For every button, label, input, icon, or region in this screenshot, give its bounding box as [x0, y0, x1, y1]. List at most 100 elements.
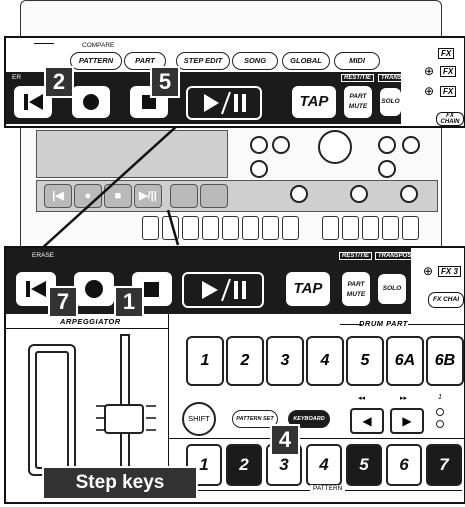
- bg-key: [242, 216, 259, 240]
- drum-key-4[interactable]: 4: [306, 336, 344, 386]
- bg-key: [282, 216, 299, 240]
- arpeggiator-slider-handle[interactable]: [104, 404, 144, 434]
- play-pause-icon: [202, 278, 246, 302]
- callout-4: 4: [270, 424, 300, 456]
- bg-knob: [250, 160, 268, 178]
- record-icon: [85, 280, 103, 298]
- bg-tap-button: [170, 184, 198, 208]
- transpose-label: TRANSPOSE: [378, 74, 422, 82]
- tap-button[interactable]: TAP: [292, 86, 336, 118]
- bg-key: [342, 216, 359, 240]
- divider: [6, 328, 168, 329]
- part-mute-button[interactable]: PART MUTE: [342, 272, 370, 306]
- callout-7: 7: [48, 286, 78, 318]
- play-pause-button[interactable]: [186, 86, 262, 120]
- step-key-2[interactable]: 2: [226, 444, 262, 486]
- drum-key-2[interactable]: 2: [226, 336, 264, 386]
- fx-plus-icon: ⊕: [423, 264, 434, 278]
- bg-mute-button: [200, 184, 228, 208]
- skip-back-icon: [24, 94, 43, 110]
- bg-key: [382, 216, 399, 240]
- pattern-group-label: PATTERN: [310, 485, 346, 492]
- fx3-label: FX 3: [438, 266, 461, 277]
- record-button[interactable]: [74, 272, 114, 306]
- bg-knob: [272, 136, 290, 154]
- callout-2: 2: [44, 66, 74, 98]
- indicator-number: 1: [438, 394, 442, 401]
- cursor-right-marks: ▸▸: [400, 395, 408, 402]
- bg-key: [262, 216, 279, 240]
- touch-pad-surface: [35, 351, 69, 469]
- transport-row-dark: ERASE TAP REST/TIE TRANSPOSE PART MUTE S…: [6, 248, 419, 314]
- drum-key-6a[interactable]: 6A: [386, 336, 424, 386]
- fx-plus-icon: ⊕: [424, 84, 435, 98]
- arpeggiator-touch-pad[interactable]: [28, 344, 76, 476]
- rest-tie-label: REST/TIE: [341, 74, 375, 82]
- step-keys-caption: Step keys: [42, 466, 198, 500]
- drum-key-3[interactable]: 3: [266, 336, 304, 386]
- song-button[interactable]: SONG: [232, 52, 278, 70]
- bg-knob: [290, 185, 308, 203]
- skip-back-icon: [26, 281, 46, 297]
- bg-key: [362, 216, 379, 240]
- led-indicator: [436, 420, 444, 428]
- step-key-6[interactable]: 6: [386, 444, 422, 486]
- part-button[interactable]: PART: [124, 52, 166, 70]
- bg-skip-back-button: |◀: [44, 184, 72, 208]
- bg-knob: [350, 185, 368, 203]
- fx-chain-button[interactable]: FX CHAIN: [436, 112, 464, 126]
- erase-label: ER: [12, 74, 22, 81]
- bg-key: [182, 216, 199, 240]
- callout-1: 1: [114, 286, 144, 318]
- step-key-4[interactable]: 4: [306, 444, 342, 486]
- bg-knob: [378, 160, 396, 178]
- triangle-right-icon: ▶: [402, 414, 412, 428]
- bg-stop-button: ■: [104, 184, 132, 208]
- record-icon: [83, 94, 99, 110]
- compare-label: COMPARE: [82, 42, 115, 49]
- cursor-left-button[interactable]: ◀: [350, 408, 384, 434]
- drum-key-6b[interactable]: 6B: [426, 336, 464, 386]
- bg-key: [142, 216, 159, 240]
- fx2-label: FX: [440, 66, 457, 77]
- solo-button[interactable]: SOLO: [378, 274, 406, 304]
- part-mute-button[interactable]: PART MUTE: [344, 86, 372, 118]
- drum-key-5[interactable]: 5: [346, 336, 384, 386]
- drum-key-1[interactable]: 1: [186, 336, 224, 386]
- cursor-right-button[interactable]: ▶: [390, 408, 424, 434]
- pattern-set-button[interactable]: PATTERN SET: [232, 410, 278, 428]
- fx1-label: FX: [438, 48, 455, 59]
- transpose-label: TRANSPOSE: [375, 252, 419, 260]
- stop-icon: [144, 282, 159, 297]
- record-button[interactable]: [72, 86, 110, 118]
- triangle-left-icon: ◀: [362, 414, 372, 428]
- midi-button[interactable]: MIDI: [334, 52, 380, 70]
- bg-key: [402, 216, 419, 240]
- bottom-zoom-panel: ERASE TAP REST/TIE TRANSPOSE PART MUTE S…: [4, 246, 465, 504]
- tap-button[interactable]: TAP: [286, 272, 330, 306]
- top-zoom-panel: COMPARE PATTERN PART STEP EDIT SONG GLOB…: [4, 36, 465, 128]
- transport-strip: [36, 180, 438, 212]
- divider: [34, 43, 54, 44]
- step-key-5[interactable]: 5: [346, 444, 382, 486]
- global-button[interactable]: GLOBAL: [282, 52, 330, 70]
- callout-5: 5: [150, 66, 180, 98]
- bg-knob: [400, 185, 418, 203]
- bg-key: [222, 216, 239, 240]
- divider: [168, 438, 464, 439]
- stop-icon: [142, 95, 156, 109]
- step-edit-button[interactable]: STEP EDIT: [176, 52, 230, 70]
- pattern-button[interactable]: PATTERN: [70, 52, 122, 70]
- shift-button[interactable]: SHIFT: [182, 402, 216, 436]
- fx-chain-button[interactable]: FX CHAI: [428, 292, 464, 308]
- solo-button[interactable]: SOLO: [380, 88, 401, 116]
- bg-large-knob: [318, 130, 352, 164]
- play-pause-button[interactable]: [182, 272, 264, 308]
- divider: [408, 324, 464, 325]
- divider: [340, 324, 362, 325]
- step-key-7[interactable]: 7: [426, 444, 462, 486]
- pattern-display-strip: [36, 130, 228, 178]
- fx-plus-icon: ⊕: [424, 64, 435, 78]
- rest-tie-label: REST/TIE: [339, 252, 373, 260]
- keyboard-button[interactable]: KEYBOARD: [288, 410, 330, 428]
